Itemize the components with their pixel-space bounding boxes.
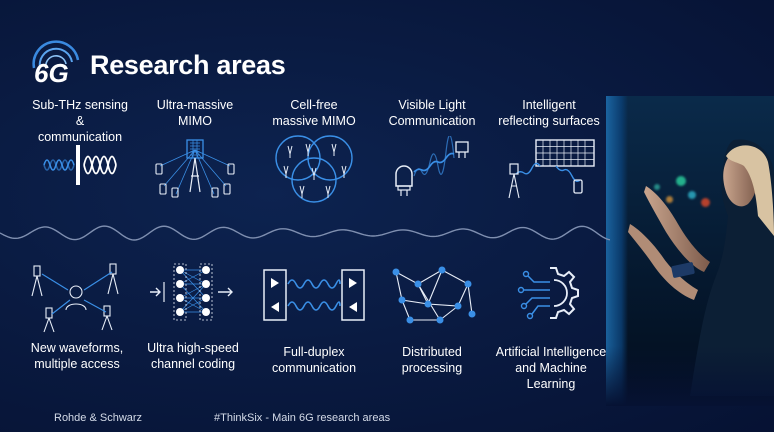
6g-logo: 6G xyxy=(32,40,80,88)
topic-label: Sub-THz sensing & communication xyxy=(32,98,128,144)
glass-panel xyxy=(606,96,628,406)
massive-mimo-icon xyxy=(155,139,235,198)
neural-net-icon xyxy=(150,263,233,321)
topic-label: Distributed processing xyxy=(401,345,463,375)
topic-reflecting-surfaces: Intelligent reflecting surfaces xyxy=(494,97,604,129)
distributed-network-icon xyxy=(392,266,476,324)
sub-thz-wave-icon xyxy=(43,145,117,185)
waveforms-icon xyxy=(31,263,119,333)
full-duplex-icon xyxy=(263,269,365,321)
topic-label: Intelligent reflecting surfaces xyxy=(498,98,600,128)
topic-ultra-massive-mimo: Ultra-massive MIMO xyxy=(140,97,250,129)
topic-label: Full-duplex communication xyxy=(271,345,357,375)
topic-sub-thz: Sub-THz sensing & communication xyxy=(30,97,130,145)
footer-company: Rohde & Schwarz xyxy=(54,412,143,424)
footer-caption: #ThinkSix - Main 6G research areas xyxy=(214,412,391,424)
topic-label: Artificial Intelligence and Machine Lear… xyxy=(495,345,607,391)
topic-label: Ultra high-speed channel coding xyxy=(147,341,239,371)
topic-channel-coding: Ultra high-speed channel coding xyxy=(140,340,246,372)
topic-label: New waveforms, multiple access xyxy=(30,341,124,371)
woman-silhouette xyxy=(628,139,774,397)
topic-new-waveforms: New waveforms, multiple access xyxy=(24,340,130,372)
divider-wave xyxy=(0,225,610,241)
topic-distributed-processing: Distributed processing xyxy=(382,344,482,376)
woman-touching-screen-photo xyxy=(606,96,774,406)
ai-gear-icon xyxy=(517,267,579,320)
cell-free-icon xyxy=(275,135,353,203)
topic-cell-free-mimo: Cell-free massive MIMO xyxy=(262,97,366,129)
topic-label: Cell-free massive MIMO xyxy=(272,98,356,128)
topic-visible-light: Visible Light Communication xyxy=(382,97,482,129)
topic-full-duplex: Full-duplex communication xyxy=(258,344,370,376)
topic-label: Ultra-massive MIMO xyxy=(156,98,234,128)
topic-label: Visible Light Communication xyxy=(388,98,476,128)
visible-light-icon xyxy=(395,136,469,196)
topic-ai-ml: Artificial Intelligence and Machine Lear… xyxy=(490,344,612,392)
svg-text:6G: 6G xyxy=(34,58,69,88)
reflecting-surface-icon xyxy=(508,139,595,199)
page-title: Research areas xyxy=(90,50,286,80)
